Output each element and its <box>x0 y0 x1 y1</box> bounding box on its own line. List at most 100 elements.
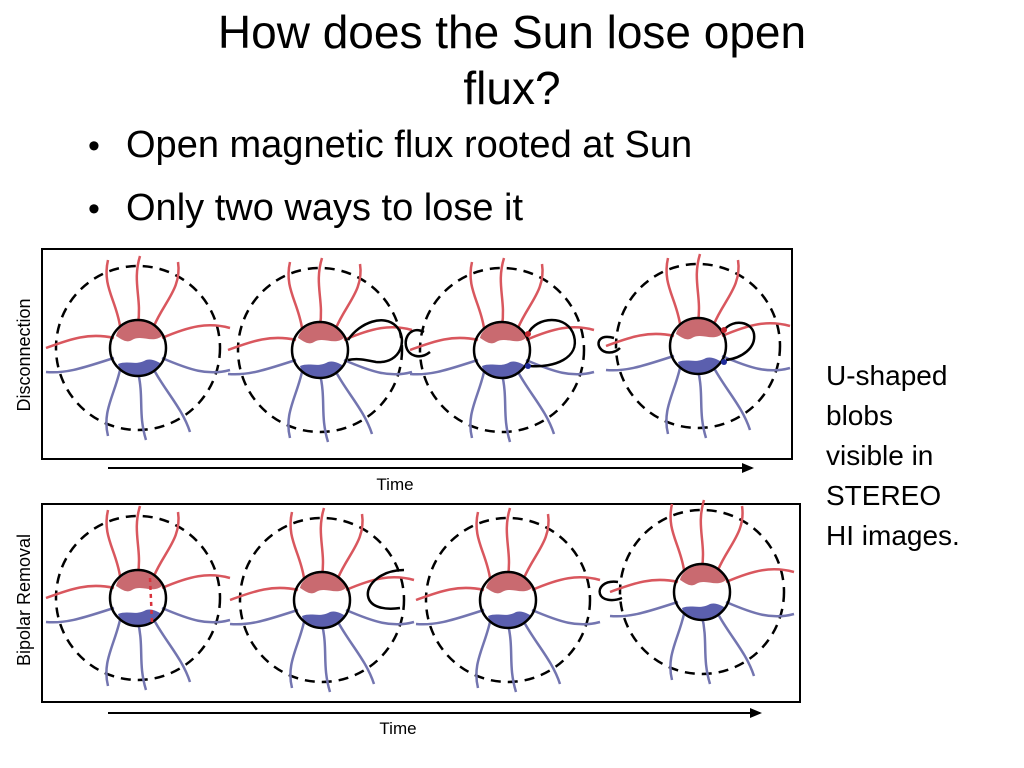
outer-boundary-circle <box>238 516 406 684</box>
open-field-line-blue <box>525 358 595 376</box>
outer-boundary-circle <box>54 514 222 682</box>
open-field-line-blue <box>696 369 708 439</box>
open-field-line-blue <box>229 608 299 626</box>
north-polar-cap <box>676 319 722 340</box>
open-field-line-red <box>605 332 675 348</box>
u-shaped-blob <box>404 329 431 358</box>
panel-label-bipolar: Bipolar Removal <box>14 534 34 666</box>
sun-frame <box>45 255 231 441</box>
open-field-line-red <box>105 259 122 327</box>
open-field-line-blue <box>161 356 231 374</box>
open-field-line-blue <box>605 354 675 372</box>
sun-disk <box>472 320 532 380</box>
open-field-line-red <box>721 322 791 338</box>
open-field-line-blue <box>334 371 374 435</box>
side-note-line: HI images. <box>826 520 960 551</box>
bullet-text: Only two ways to lose it <box>126 187 524 229</box>
open-field-line-red <box>475 511 492 579</box>
open-field-line-red <box>531 576 601 592</box>
side-note-line: blobs <box>826 400 893 431</box>
open-field-line-blue <box>700 615 712 685</box>
open-field-line-red <box>45 584 115 600</box>
bullet-icon: • <box>88 127 100 165</box>
open-field-line-red <box>699 499 706 569</box>
open-field-line-red <box>334 263 362 329</box>
bullet-item: • Open magnetic flux rooted at Sun <box>88 122 692 169</box>
north-polar-cap <box>298 323 344 344</box>
side-note-line: visible in <box>826 440 934 471</box>
open-field-line-red <box>229 586 299 602</box>
side-note-line: U-shaped <box>826 360 948 391</box>
footpoint-dot-blue <box>721 359 727 365</box>
open-field-line-blue <box>712 367 752 431</box>
open-field-line-red <box>609 578 679 594</box>
open-field-line-blue <box>152 619 192 683</box>
bullet-item: • Only two ways to lose it <box>88 185 692 232</box>
open-field-line-blue <box>320 623 332 693</box>
footpoint-dot-blue <box>525 363 531 369</box>
open-field-line-blue <box>669 613 686 681</box>
open-field-line-blue <box>161 606 231 624</box>
open-field-line-blue <box>105 369 122 437</box>
north-polar-cap <box>116 321 162 342</box>
open-field-line-red <box>409 336 479 352</box>
outer-boundary-circle <box>618 508 786 676</box>
north-polar-cap <box>300 573 346 594</box>
open-field-line-blue <box>105 619 122 687</box>
open-field-line-blue <box>136 621 148 691</box>
sun-disk <box>668 316 728 376</box>
open-field-line-red <box>716 505 744 571</box>
open-field-line-blue <box>152 369 192 433</box>
title-line-2: flux? <box>463 62 561 114</box>
open-field-line-red <box>45 334 115 350</box>
open-field-line-blue <box>345 608 415 626</box>
open-field-line-blue <box>716 613 756 677</box>
slide-title: How does the Sun lose open flux? <box>100 4 924 116</box>
panel-frame-bipolar <box>41 503 801 703</box>
open-field-line-red <box>336 513 364 579</box>
sun-disk <box>478 570 538 630</box>
open-field-line-blue <box>289 621 306 689</box>
open-field-line-red <box>319 507 326 577</box>
sun-frames-top <box>45 253 791 443</box>
sun-frame <box>609 499 795 685</box>
open-field-line-blue <box>343 358 413 376</box>
outer-boundary-circle <box>54 264 222 432</box>
open-field-line-red <box>135 255 142 325</box>
open-field-line-red <box>505 507 512 577</box>
side-note: U-shaped blobs visible in STEREO HI imag… <box>826 356 1016 556</box>
open-field-line-red <box>161 324 231 340</box>
closed-loop <box>346 319 404 364</box>
open-field-line-red <box>525 326 595 342</box>
open-field-line-blue <box>415 608 485 626</box>
outer-boundary-circle <box>418 266 586 434</box>
north-polar-cap <box>680 565 726 586</box>
open-field-line-blue <box>522 621 562 685</box>
bullet-icon: • <box>88 190 100 228</box>
bullet-list: • Open magnetic flux rooted at Sun • Onl… <box>88 122 692 248</box>
sun-frames-bottom <box>45 499 795 693</box>
sun-frame <box>605 253 791 439</box>
open-field-line-red <box>725 568 795 584</box>
open-field-line-blue <box>336 621 376 685</box>
sun-frame <box>409 257 621 443</box>
open-field-line-blue <box>45 606 115 624</box>
u-shaped-blob <box>598 580 623 602</box>
open-field-line-blue <box>45 356 115 374</box>
open-field-line-red <box>135 505 142 575</box>
open-field-line-red <box>516 263 544 329</box>
panel-label-disconnection: Disconnection <box>14 298 34 411</box>
outer-boundary-circle <box>236 266 404 434</box>
closed-loop <box>723 321 756 362</box>
open-field-line-red <box>665 257 682 325</box>
open-field-line-blue <box>665 367 682 435</box>
footpoint-dot-red <box>721 327 727 333</box>
u-shaped-blob <box>366 568 405 610</box>
time-label-bottom: Time <box>379 719 416 738</box>
sun-frame <box>45 505 231 691</box>
side-note-line: STEREO <box>826 480 942 511</box>
sun-disk <box>672 562 732 622</box>
closed-loop <box>526 318 577 368</box>
panel-frame-disconnection <box>41 248 793 460</box>
